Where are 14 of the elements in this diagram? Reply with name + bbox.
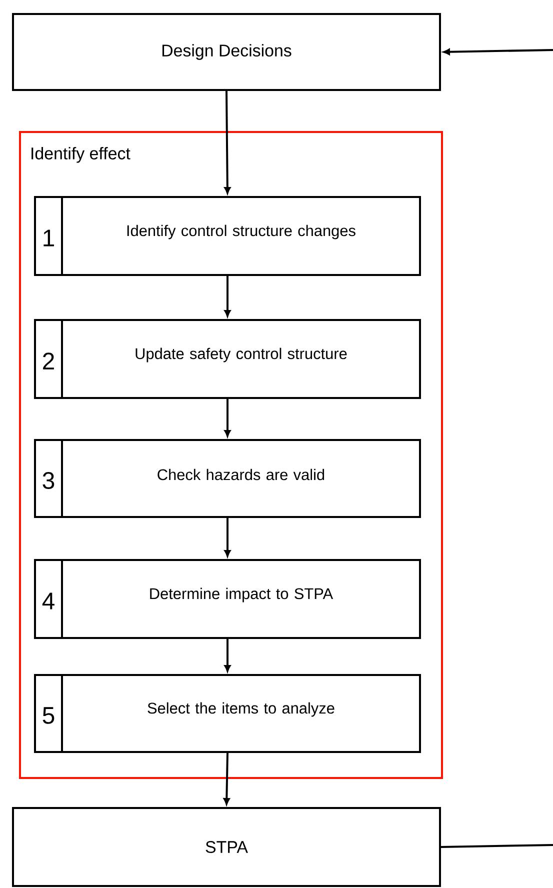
step-box: 4 Determine impact to STPA (34, 559, 421, 639)
arrow (224, 399, 231, 437)
arrow (223, 752, 230, 805)
process-box: STPA (12, 807, 441, 887)
arrow (224, 518, 231, 557)
process-box: Design Decisions (12, 13, 441, 91)
arrow (224, 276, 231, 317)
arrow (443, 48, 553, 56)
step-box: 2 Update safety control structure (34, 319, 421, 399)
arrow (224, 91, 231, 194)
step-box: 3 Check hazards are valid (34, 439, 421, 518)
step-box: 5 Select the items to analyze (34, 674, 421, 753)
step-box: 1 Identify control structure changes (34, 196, 421, 276)
arrow (224, 639, 231, 672)
